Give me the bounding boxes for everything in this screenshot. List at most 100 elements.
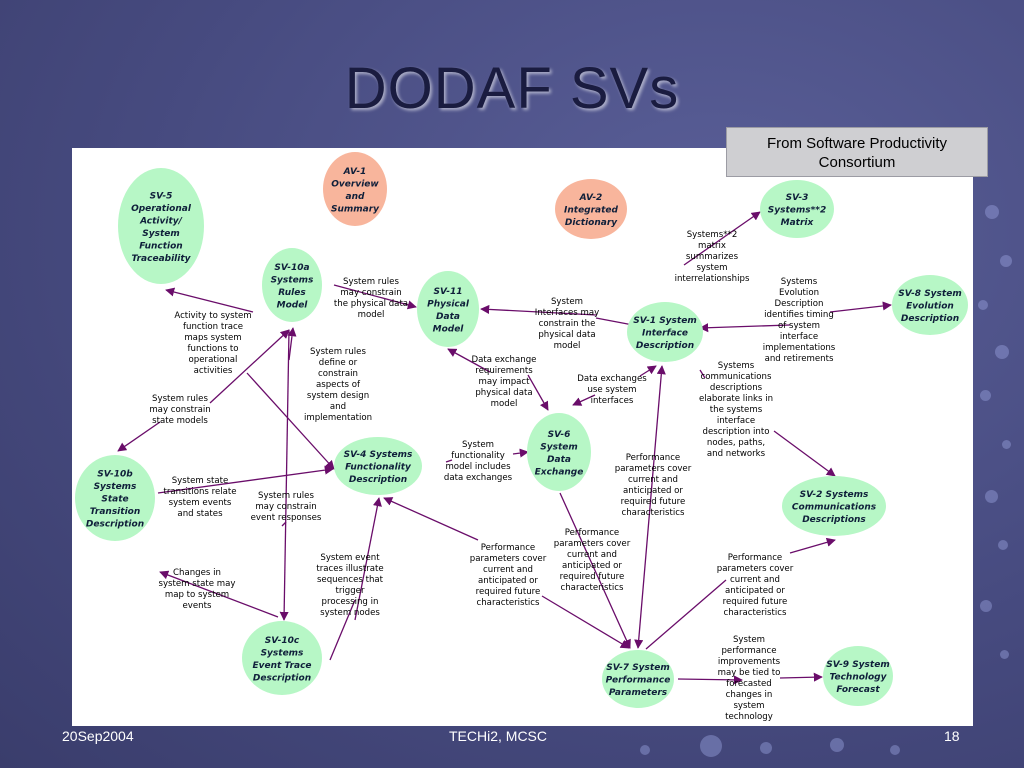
annotation-line: transitions relate (163, 487, 236, 497)
annotation-line: sequences that (317, 575, 384, 585)
node-label: Summary (331, 204, 380, 214)
connector-arrow (480, 304, 597, 316)
annotation-line: physical data (475, 388, 532, 398)
annotation-line: Description (775, 299, 824, 309)
annotation-line: Systems (781, 277, 818, 287)
connector-arrow (779, 672, 823, 682)
node-label: SV-8 System (898, 289, 961, 299)
node-label: Transition (90, 507, 141, 517)
annotation-line: System rules (152, 394, 208, 404)
connector-arrow (829, 301, 892, 313)
annotation-line: and states (177, 509, 223, 519)
connector-arrow (329, 599, 356, 661)
annotation-line: Data exchange (472, 355, 537, 365)
annotation-line: use system (587, 385, 636, 395)
annotation-line: events (183, 601, 212, 611)
node-label: State (101, 495, 128, 505)
node-label: Data (547, 455, 571, 465)
node-label: AV-1 (343, 167, 367, 177)
annotation-line: interfaces (591, 396, 634, 406)
node-label: Function (139, 241, 182, 251)
node-ellipse (334, 437, 422, 495)
connector-arrow (634, 365, 666, 649)
node-label: Rules (278, 288, 306, 298)
annotation-line: of system (778, 321, 820, 331)
annotation-line: interrelationships (675, 274, 750, 284)
node-ellipse (627, 302, 703, 362)
annotation-line: summarizes (686, 252, 739, 262)
connector-arrow (527, 374, 549, 411)
node-label: AV-2 (579, 193, 603, 203)
annotation-line: parameters cover (554, 539, 631, 549)
connector-arrow (683, 211, 761, 266)
annotation-line: characteristics (477, 598, 540, 608)
node-label: Dictionary (565, 218, 618, 228)
connector-arrow (645, 579, 727, 650)
annotation-line: define or (319, 358, 358, 368)
annotation-line: Changes in (173, 568, 221, 578)
connector-arrow (541, 595, 630, 649)
annotation-a4: Systems**2matrixsummarizessysteminterrel… (675, 230, 750, 284)
annotation-line: description into (703, 427, 770, 437)
node-label: Description (86, 520, 144, 530)
node-label: Model (277, 300, 309, 310)
annotation-line: may constrain (340, 288, 401, 298)
node-label: Description (349, 475, 407, 485)
annotation-line: implementations (763, 343, 836, 353)
annotation-line: requirements (475, 366, 533, 376)
slide-title: DODAF SVs (344, 56, 680, 121)
annotation-line: state models (152, 416, 208, 426)
node-label: SV-1 System (633, 316, 696, 326)
node-ellipse (527, 413, 591, 491)
node-label: SV-6 (548, 430, 571, 440)
node-label: Functionality (345, 463, 412, 473)
node-label: Matrix (781, 218, 815, 228)
node-label: Systems (261, 648, 304, 658)
annotation-line: Performance (728, 553, 782, 563)
annotation-line: interface (780, 332, 818, 342)
node-label: SV-4 Systems (344, 450, 413, 460)
connector-arrow (281, 521, 287, 527)
node-label: SV-10a (274, 263, 309, 273)
node-label: SV-7 System (606, 663, 669, 673)
node-label: System (540, 442, 578, 452)
node-label: SV-5 (150, 191, 173, 201)
annotation-line: the physical data (334, 299, 408, 309)
annotation-line: map to system (165, 590, 229, 600)
connector-arrow (677, 675, 743, 685)
node-label: Physical (427, 299, 470, 309)
annotation-line: performance (721, 646, 776, 656)
connector-arrow (354, 497, 382, 621)
node-label: System (142, 229, 180, 239)
node-label: Data (436, 312, 460, 322)
node-label: Systems**2 (768, 206, 827, 216)
annotation-line: may be tied to (718, 668, 781, 678)
annotation-line: model (554, 341, 581, 351)
connector-arrow (447, 348, 491, 373)
annotation-line: processing in (322, 597, 379, 607)
connector-arrow (572, 394, 596, 406)
node-ellipse (262, 248, 322, 322)
footer-page-number: 18 (944, 728, 960, 744)
connector-arrow (117, 421, 161, 452)
connector-arrow (157, 465, 334, 494)
connector-arrow (595, 317, 634, 326)
connector-arrow (699, 323, 791, 333)
footer-date: 20Sep2004 (62, 728, 134, 744)
annotation-line: anticipated or (478, 576, 538, 586)
annotation-line: Activity to system (174, 311, 251, 321)
annotation-line: system design (307, 391, 369, 401)
node-ellipse (242, 621, 322, 695)
annotation-line: matrix (698, 241, 726, 251)
